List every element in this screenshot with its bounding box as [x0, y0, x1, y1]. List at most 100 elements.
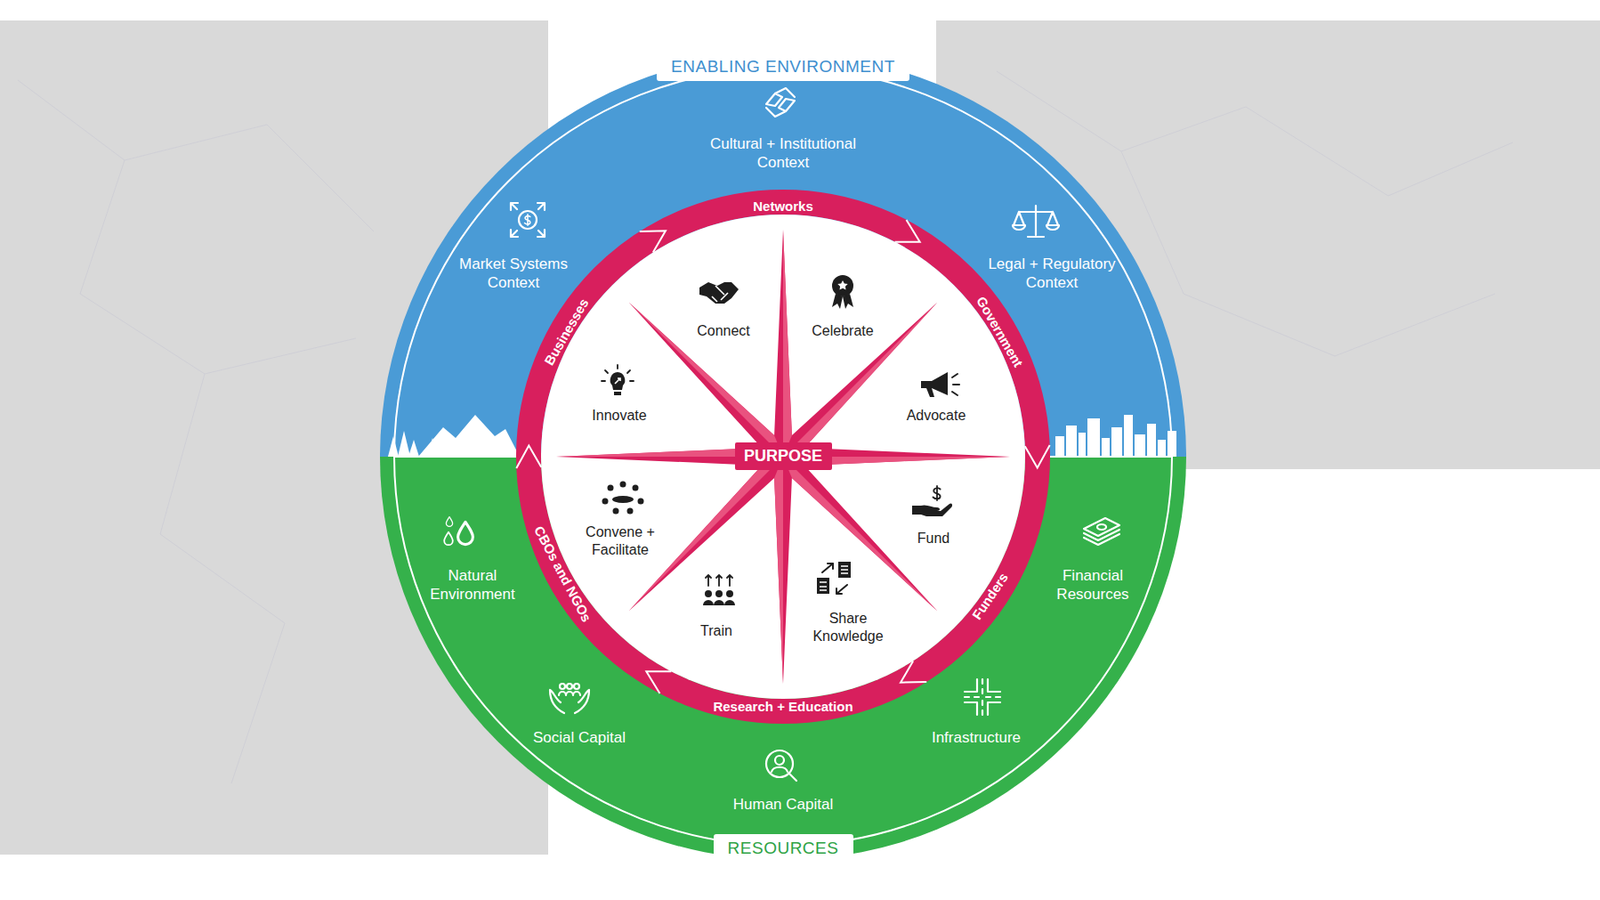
- water-drops-icon: [444, 532, 453, 545]
- stakeholder-ring: [541, 214, 1026, 699]
- magnifier-person-icon: [771, 767, 797, 781]
- compass-star: [774, 456, 784, 684]
- city-skyline: [1147, 423, 1156, 457]
- training-icon: [703, 599, 736, 606]
- meeting-icon: [632, 484, 639, 492]
- compass-star: [556, 229, 1011, 684]
- lightbulb-icon: [601, 364, 634, 396]
- mountain-skyline: [408, 439, 420, 457]
- meeting-icon: [607, 484, 615, 492]
- enabling-environment-half: [379, 53, 1187, 457]
- city-skyline: [1123, 414, 1133, 457]
- node-text: ENABLING ENVIRONMENT: [670, 56, 896, 77]
- megaphone-icon: [921, 371, 948, 396]
- action-label: Celebrate: [811, 322, 873, 340]
- social-capital-icon: [566, 683, 573, 689]
- lightbulb-icon: [601, 364, 634, 381]
- social-capital-icon: [559, 683, 566, 689]
- magnifier-person-icon: [766, 750, 797, 781]
- compass-star: [629, 302, 784, 457]
- social-capital-icon: [558, 691, 581, 695]
- city-skyline: [1078, 432, 1086, 457]
- city-skyline: [1101, 437, 1110, 457]
- handshake-icon: [711, 285, 728, 302]
- illustration: [895, 219, 921, 243]
- city-skyline: [1066, 425, 1077, 457]
- node-text: PURPOSE: [743, 446, 823, 466]
- action-label: Train: [700, 622, 733, 640]
- award-icon: [832, 274, 854, 297]
- city-skyline: [1157, 439, 1166, 457]
- mountain-skyline: [387, 414, 520, 457]
- section-banner: RESOURCES: [713, 833, 854, 863]
- training-icon: [726, 589, 734, 598]
- documents-icon: [816, 561, 851, 594]
- action-label: Innovate: [591, 406, 647, 425]
- outer-icon: [444, 88, 1120, 781]
- market-icon: [510, 202, 545, 237]
- scales-icon: [1012, 205, 1059, 237]
- meeting-icon: [620, 481, 627, 488]
- illustration: [639, 230, 666, 252]
- resource-label: Social Capital: [533, 727, 626, 747]
- resource-label: Financial Resources: [1048, 565, 1138, 605]
- resource-label: Natural Environment: [419, 565, 526, 605]
- market-icon: [510, 202, 545, 237]
- city-skyline: [1167, 430, 1177, 457]
- context-label: Cultural + Institutional Context: [687, 134, 880, 173]
- white-outline: [394, 67, 1172, 846]
- action-label: Connect: [696, 322, 751, 340]
- training-icon: [703, 574, 736, 606]
- social-capital-icon: [573, 683, 580, 689]
- stakeholder-ring: [528, 202, 1038, 712]
- action-label: Advocate: [906, 406, 967, 425]
- white-outline: [394, 67, 1172, 846]
- illustration: [646, 670, 671, 694]
- stakeholder-label: Businesses: [541, 295, 592, 367]
- lightbulb-icon: [610, 371, 626, 390]
- mountain-skyline: [397, 430, 411, 457]
- intersection-icon: [964, 678, 1001, 715]
- mountain-skyline: [427, 437, 438, 457]
- hand-money-icon: [912, 485, 953, 517]
- social-capital-icon: [549, 689, 590, 713]
- illustration: [516, 445, 542, 469]
- mountain-skyline: [387, 436, 399, 457]
- water-drops-icon: [445, 517, 453, 527]
- intersection-icon: [964, 678, 1001, 715]
- city-skyline: [1055, 436, 1065, 457]
- training-icon: [715, 589, 723, 598]
- megaphone-icon: [921, 371, 960, 397]
- compass-icon: [601, 274, 960, 606]
- documents-icon: [816, 577, 830, 594]
- intersection-icon: [964, 678, 1001, 715]
- stakeholder-label: Research + Education: [712, 699, 853, 715]
- stakeholder-label: Government: [973, 293, 1026, 370]
- stakeholder-label: CBOs and NGOs: [531, 523, 595, 624]
- meeting-icon: [612, 495, 634, 503]
- node-text: RESOURCES: [727, 838, 840, 858]
- hand-money-icon: [933, 485, 941, 501]
- megaphone-icon: [926, 387, 935, 397]
- training-icon: [705, 574, 733, 586]
- resources-half: [379, 456, 1187, 860]
- water-drops-icon: [444, 517, 473, 546]
- handshake-icon: [699, 282, 739, 304]
- scales-icon: [1012, 205, 1059, 237]
- social-capital-icon: [549, 683, 590, 713]
- action-label: Convene + Facilitate: [575, 523, 665, 559]
- megaphone-icon: [952, 373, 960, 396]
- meeting-icon: [602, 481, 645, 515]
- section-banner: ENABLING ENVIRONMENT: [656, 52, 910, 81]
- city-skyline: [1111, 427, 1123, 457]
- meeting-icon: [627, 508, 634, 515]
- money-stack-icon: [1083, 517, 1120, 545]
- context-label: Market Systems Context: [446, 254, 581, 293]
- hand-money-icon: [912, 502, 953, 517]
- stakeholder-ring: [528, 202, 1038, 712]
- money-stack-icon: [1083, 517, 1120, 545]
- compass-star: [783, 229, 792, 457]
- hands-icon: [766, 88, 795, 117]
- compass-star: [783, 302, 938, 457]
